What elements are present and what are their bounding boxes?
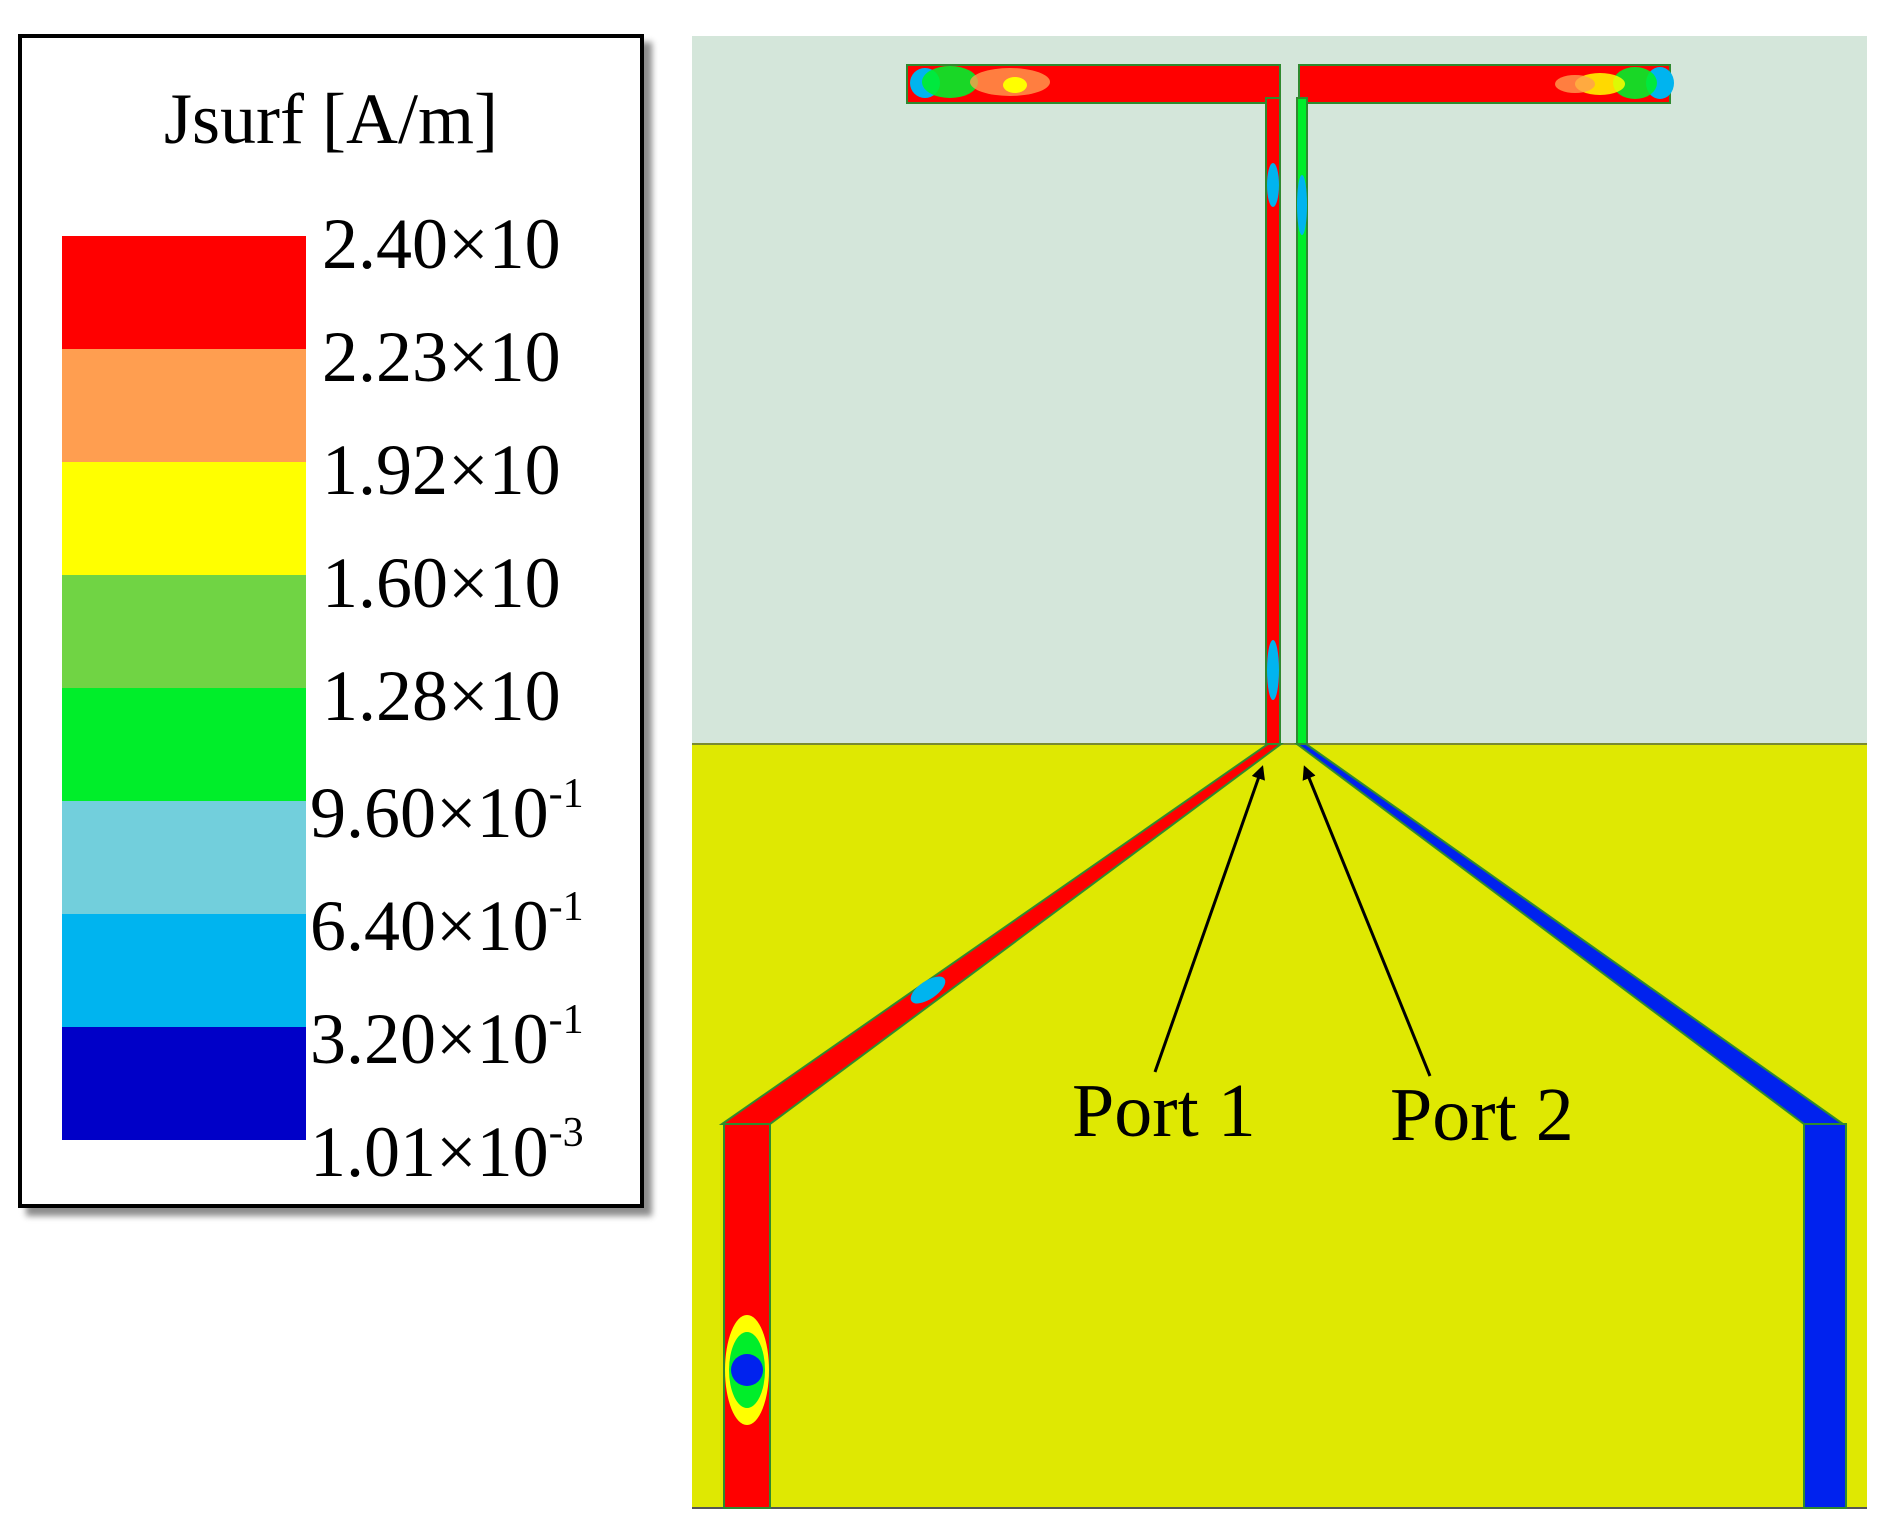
legend-tick-2: 2.23×10 — [322, 317, 561, 397]
top-arm-right-orange — [1555, 75, 1595, 93]
legend-swatch-4 — [62, 575, 306, 688]
legend-tick-3: 1.92×10 — [322, 430, 561, 510]
legend-title: Jsurf [A/m] — [164, 79, 498, 159]
legend-tick-9: 1.01×10-3 — [310, 1110, 584, 1192]
legend-swatch-2 — [62, 349, 306, 462]
legend-tick-4: 1.60×10 — [322, 543, 561, 623]
legend-swatch-3 — [62, 462, 306, 575]
legend-tick-8: 3.20×10-1 — [310, 997, 584, 1079]
legend-tick-7: 6.40×10-1 — [310, 884, 584, 966]
vertical-feed-left-blue-spot — [1267, 163, 1279, 207]
legend-swatch-6 — [62, 801, 306, 914]
legend-swatch-7 — [62, 914, 306, 1027]
port2-arrow — [1302, 765, 1432, 1077]
legend-swatch-8 — [62, 1027, 306, 1140]
port1-label: Port 1 — [1072, 1069, 1256, 1153]
top-arm-right-tip-green — [1613, 67, 1657, 99]
top-arm-left-tip-green — [922, 66, 978, 98]
vertical-feed-right-blue-spot — [1297, 175, 1307, 235]
vertical-feed-left-blue-spot-low — [1267, 640, 1279, 700]
legend-tick-5: 1.28×10 — [322, 656, 561, 736]
colorbar-legend: Jsurf [A/m] 2.40×10 2.23×10 1.92×10 1.60×10… — [18, 34, 644, 1208]
top-arm-left-yellow — [1003, 77, 1027, 93]
legend-swatch-1 — [62, 236, 306, 349]
substrate-lower — [692, 744, 1867, 1508]
port1-arrow — [1153, 765, 1265, 1073]
diagonal-feed-left — [718, 743, 1285, 1125]
diagonal-feed-left-blue-spot — [910, 976, 946, 1004]
bottom-feed-right — [1803, 1123, 1847, 1509]
legend-tick-6: 9.60×10-1 — [310, 771, 584, 853]
port2-label: Port 2 — [1390, 1073, 1574, 1157]
legend-swatch-5 — [62, 688, 306, 801]
legend-tick-1: 2.40×10 — [322, 204, 561, 284]
bottom-feed-left-blue-spot — [731, 1354, 763, 1386]
